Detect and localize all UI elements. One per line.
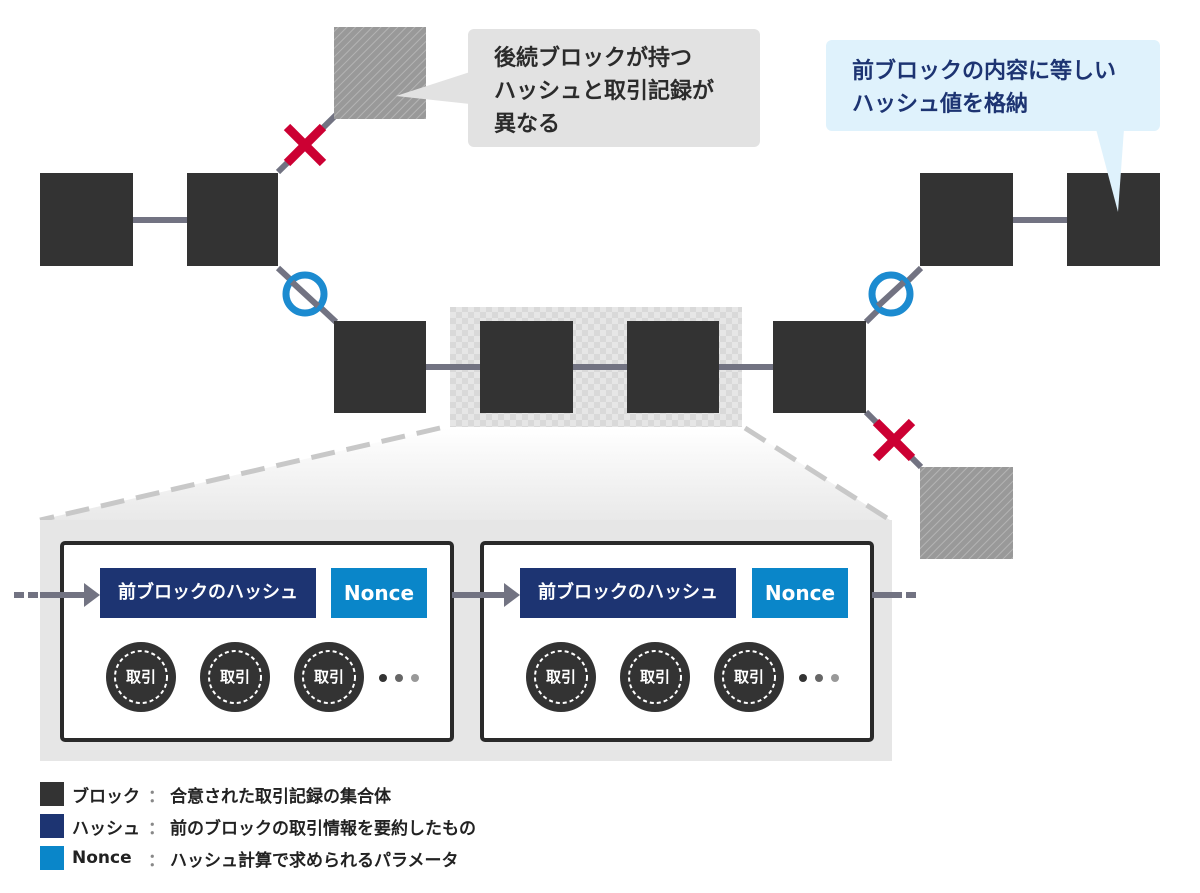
ellipsis-icon — [799, 674, 839, 682]
transaction-label: 取引 — [219, 668, 250, 686]
hash-label: 前ブロックのハッシュ — [118, 582, 298, 603]
legend-name: ブロック — [72, 786, 140, 807]
legend-item-nonce: Nonce ： ハッシュ計算で求められるパラメータ — [40, 845, 459, 871]
nonce-box — [331, 568, 427, 618]
legend-swatch — [40, 782, 64, 806]
block — [773, 321, 866, 413]
hash-callout-text: 前ブロックの内容に等しい ハッシュ値を格納 — [852, 59, 1117, 117]
accept-circle-icon — [868, 271, 914, 317]
legend-item-hash: ハッシュ ： 前のブロックの取引情報を要約したもの — [40, 813, 476, 839]
block — [334, 321, 426, 413]
block — [187, 173, 278, 266]
orphan-callout-text: 後続ブロックが持つ ハッシュと取引記録が 異なる — [494, 46, 715, 137]
orphan-block — [920, 467, 1013, 559]
transaction-label: 取引 — [639, 668, 670, 686]
legend-swatch — [40, 814, 64, 838]
nonce-box — [752, 568, 848, 618]
legend-separator: ： — [148, 850, 165, 871]
block — [480, 321, 573, 413]
reject-x-icon — [283, 123, 327, 167]
block — [920, 173, 1013, 266]
transaction-label: 取引 — [545, 668, 576, 686]
legend-separator: ： — [148, 786, 165, 807]
chain-blocks — [40, 173, 1160, 413]
hash-box — [520, 568, 736, 618]
legend-description: 前のブロックの取引情報を要約したもの — [170, 818, 476, 839]
orphan-callout — [396, 29, 760, 147]
arrow-right-icon — [452, 583, 520, 607]
legend-swatch — [40, 846, 64, 870]
arrow-right-icon — [40, 583, 100, 607]
transaction-coin — [200, 642, 270, 712]
nonce-label: Nonce — [343, 581, 415, 605]
orphan-block — [334, 27, 426, 119]
transaction-coins — [106, 642, 784, 712]
hash-label: 前ブロックのハッシュ — [538, 582, 718, 603]
legend-separator: ： — [148, 818, 165, 839]
legend-description: ハッシュ計算で求められるパラメータ — [170, 850, 459, 871]
block — [627, 321, 719, 413]
reject-x-icon — [872, 418, 916, 462]
transaction-coin — [106, 642, 176, 712]
transaction-coin — [526, 642, 596, 712]
transaction-coin — [620, 642, 690, 712]
legend-name: Nonce — [72, 848, 132, 868]
legend-description: 合意された取引記録の集合体 — [170, 786, 391, 807]
block — [40, 173, 133, 266]
transaction-label: 取引 — [313, 668, 344, 686]
ellipsis-icon — [379, 674, 419, 682]
transaction-label: 取引 — [733, 668, 764, 686]
nonce-label: Nonce — [764, 581, 836, 605]
hash-box — [100, 568, 316, 618]
hash-callout — [826, 40, 1160, 212]
transaction-label: 取引 — [125, 668, 156, 686]
zoom-guide-right — [743, 425, 892, 523]
transaction-coin — [714, 642, 784, 712]
zoom-guide-left — [39, 425, 441, 523]
legend-item-block: ブロック ： 合意された取引記録の集合体 — [40, 781, 391, 807]
accept-circle-icon — [282, 271, 328, 317]
zoom-projection — [40, 428, 890, 520]
legend-name: ハッシュ — [72, 818, 140, 839]
transaction-coin — [294, 642, 364, 712]
